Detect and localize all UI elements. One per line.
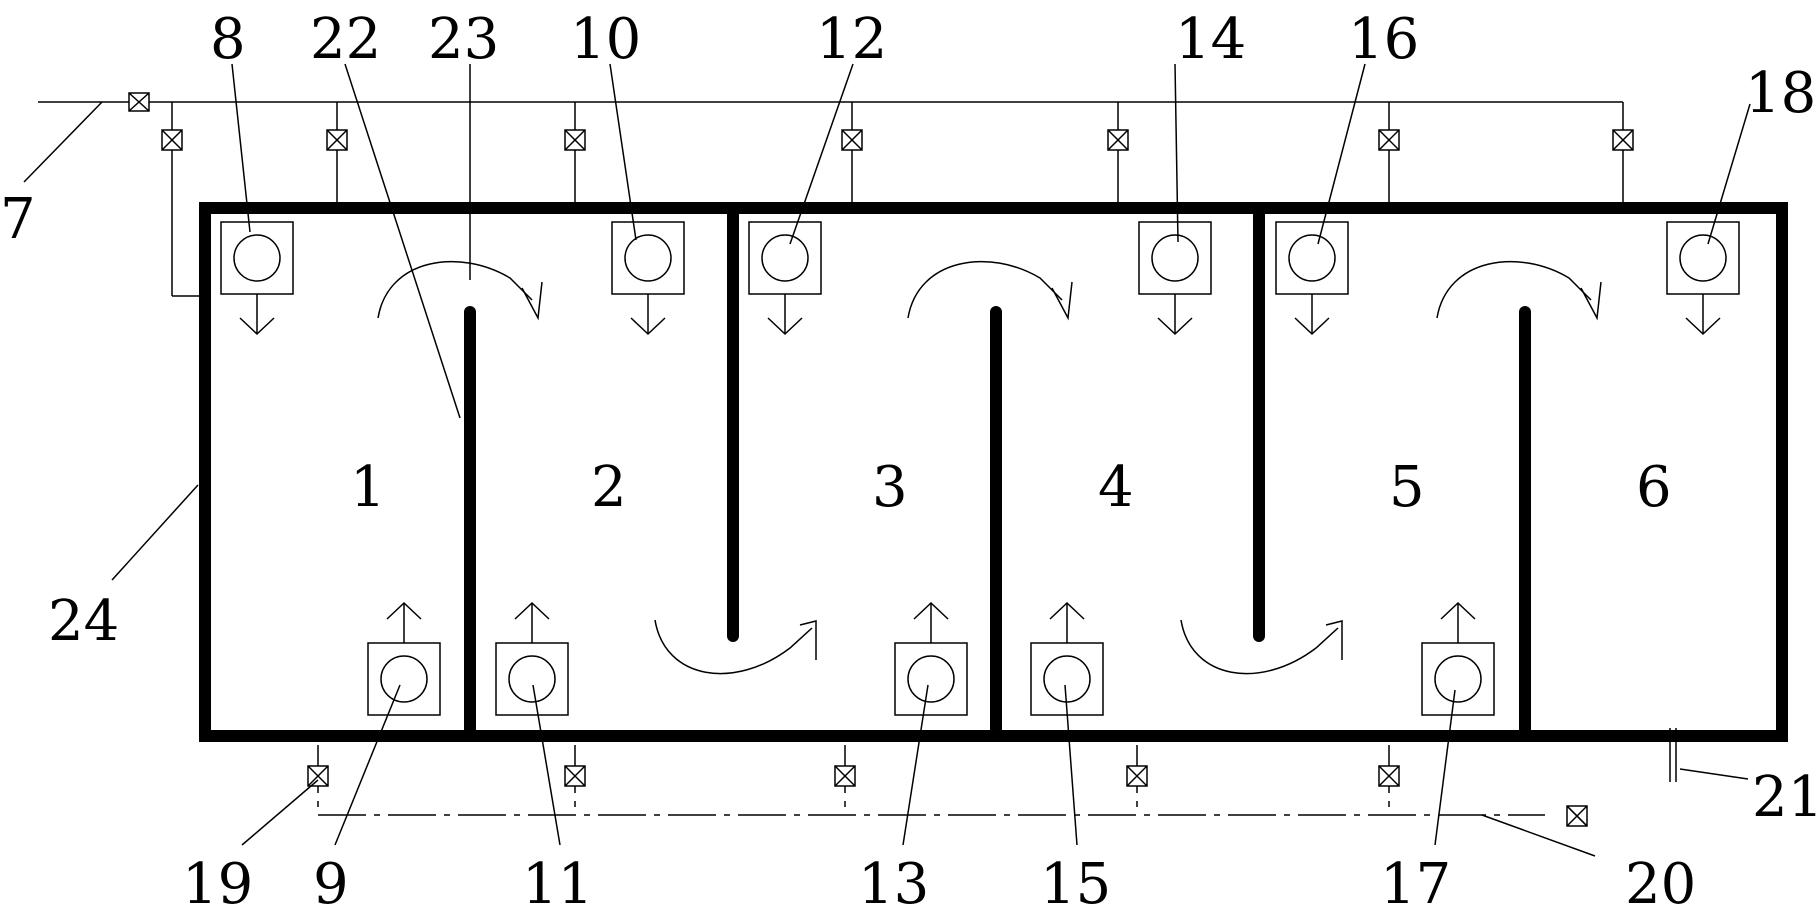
cell-number: 6 [1636,455,1672,520]
aerator-unit [894,601,968,716]
valve-icon [1378,129,1400,151]
valve-icon [1612,129,1634,151]
label-11: 11 [522,852,593,917]
label-13: 13 [858,852,929,917]
flow-arrow-top-3 [1436,260,1592,319]
top-units [220,221,1740,336]
valve-icon [161,129,183,151]
valve-icon [841,129,863,151]
valve-icon [128,92,150,112]
cell-number: 5 [1389,455,1425,520]
label-8: 8 [210,7,246,72]
valve-icon [307,765,329,787]
bottom-units [367,601,1495,716]
label-14: 14 [1175,7,1246,72]
aerator-unit [1666,221,1740,336]
aerator-unit [1421,601,1495,716]
label-12: 12 [816,7,887,72]
label-24: 24 [48,589,119,654]
valve-icon [834,765,856,787]
tank-walls [199,202,1788,742]
valve-icon [326,129,348,151]
label-9: 9 [313,852,349,917]
flow-arrow-bottom-1 [654,619,813,675]
aerator-unit [748,221,822,336]
valve-icon [1107,129,1129,151]
label-23: 23 [428,7,499,72]
label-19: 19 [182,852,253,917]
supply-valves [128,92,1634,151]
cell-number: 1 [350,455,386,520]
reference-labels: 7 8 22 23 10 12 14 16 18 24 19 9 11 13 1… [0,7,1818,917]
aerator-unit [367,601,441,716]
cell-numbers: 1 2 3 4 5 6 [350,455,1672,520]
valve-icon [1378,765,1400,787]
aerator-unit [1275,221,1349,336]
valve-icon [1126,765,1148,787]
label-20: 20 [1625,852,1696,917]
flow-arrow-top-1 [377,260,533,319]
label-21: 21 [1752,765,1818,830]
drain-pipe [317,745,1545,816]
label-18: 18 [1745,61,1816,126]
label-16: 16 [1348,7,1419,72]
label-17: 17 [1380,852,1451,917]
label-15: 15 [1040,852,1111,917]
label-10: 10 [570,7,641,72]
valve-icon [564,129,586,151]
flow-arrows [377,260,1602,675]
label-7: 7 [0,187,36,252]
aerator-unit [1138,221,1212,336]
cell-number: 4 [1098,455,1134,520]
aerator-unit [1030,601,1104,716]
drain-valves [307,765,1588,827]
cell-number: 3 [872,455,908,520]
valve-icon [564,765,586,787]
label-22: 22 [310,7,381,72]
leader-lines [23,63,1751,857]
flow-arrow-top-2 [907,260,1063,319]
flow-arrow-bottom-2 [1180,619,1339,675]
aerator-unit [611,221,685,336]
cell-number: 2 [591,455,627,520]
aerator-unit [495,601,569,716]
valve-icon [1566,805,1588,827]
aerator-unit [220,221,294,336]
